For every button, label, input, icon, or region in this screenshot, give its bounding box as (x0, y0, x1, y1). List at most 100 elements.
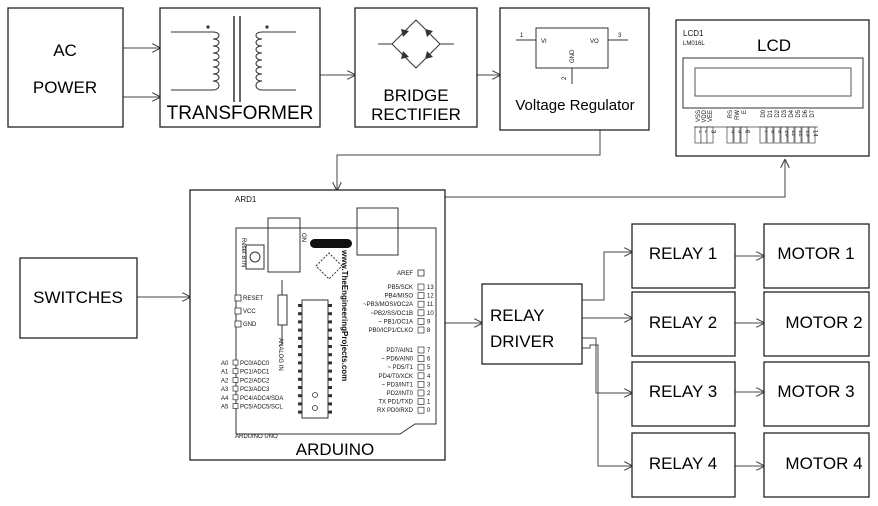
digital-pin-label: ~ PD5/T1 (387, 365, 413, 371)
lcd-pin-label: D4 (789, 109, 795, 117)
ic-pin-left (298, 402, 302, 406)
lcd-pin-label: D2 (775, 109, 781, 117)
lcd-label: LCD (757, 36, 791, 55)
lcd-model: LM016L (683, 41, 705, 47)
board-label-bar (310, 239, 352, 248)
lcd-pin-label: E (742, 110, 748, 114)
relay-1-label: RELAY 1 (649, 244, 717, 263)
lcd-pin-number: 4 (730, 130, 736, 134)
digital-pin-label: ~ PD3/INT1 (381, 382, 413, 388)
relay-4-label: RELAY 4 (649, 454, 717, 473)
ic-pin-right (328, 369, 332, 373)
digital-pin (417, 372, 425, 380)
smd-chip (315, 252, 343, 280)
lcd-pin-number: 8 (770, 130, 776, 134)
ic-dot (312, 392, 318, 398)
power-pin (234, 320, 242, 328)
digital-pin (417, 309, 425, 317)
lcd-pin-label: VSS (696, 110, 702, 122)
digital-pin-label: PB0/ICP1/CLKO (369, 328, 414, 334)
bridge-diode-symbol (378, 19, 454, 69)
regulator-pin-vo: VO (590, 39, 599, 45)
ic-pin-right (328, 394, 332, 398)
power-pin-label: VCC (243, 309, 256, 315)
ic-pin-left (298, 361, 302, 365)
lcd-pin-label: VDD (702, 109, 708, 122)
digital-pin-label: PD4/T0/XCK (379, 374, 413, 380)
transformer-symbol (171, 16, 296, 102)
lcd-pin-number: 12 (798, 130, 804, 137)
lcd-pin-label: D3 (782, 109, 788, 117)
ic-pin-left (298, 369, 302, 373)
lcd-pin-label: VEE (708, 110, 714, 122)
analog-pin (232, 403, 239, 409)
ic-pin-left (298, 353, 302, 357)
analog-pin-label: PC5/ADC5/SCL (240, 405, 283, 411)
aref-pin (417, 269, 425, 277)
digital-pin-label: PD2/INT0 (387, 391, 414, 397)
switches-block: SWITCHES (19, 257, 138, 339)
digital-pin-number: 11 (427, 302, 434, 308)
ac-power-line-2: POWER (33, 78, 97, 97)
digital-pin-label: RX PD0/RXD (377, 408, 414, 414)
transformer-block: TRANSFORMER (159, 7, 321, 128)
motor-3-label: MOTOR 3 (777, 382, 854, 401)
bridge-rectifier-line-2: RECTIFIER (371, 105, 461, 124)
digital-pin-number: 5 (427, 365, 431, 371)
analog-pin-number: A2 (221, 378, 229, 384)
arduino-block: ARD1 Reset BTN ON www.TheEngineeringProj… (189, 189, 446, 461)
digital-pin (417, 300, 425, 308)
atmega-ic (301, 299, 329, 419)
regulator-pin-3: 3 (618, 33, 622, 39)
ic-pin-left (298, 312, 302, 316)
aref-label: AREF (397, 271, 413, 277)
ic-pin-right (328, 304, 332, 307)
website-label: www.TheEngineeringProjects.com (340, 249, 349, 381)
digital-pin-label: PB5/SCK (388, 285, 413, 291)
ic-pin-left (298, 394, 302, 398)
lcd-pin-number: 3 (710, 130, 716, 134)
lcd-screen (694, 67, 852, 97)
wire-regulator-arduino (337, 130, 601, 190)
lcd-pin-label: RS (728, 110, 734, 118)
motor-1-label: MOTOR 1 (777, 244, 854, 263)
digital-pin (417, 326, 425, 334)
lcd-pin-number: 14 (812, 130, 818, 137)
digital-pin (417, 381, 425, 388)
motor-4-block: MOTOR 4 (763, 432, 870, 498)
digital-pin (417, 318, 425, 325)
ic-pin-right (328, 386, 332, 389)
analog-pin-number: A5 (221, 405, 229, 411)
usb-connector (267, 217, 301, 273)
digital-pin-number: 8 (427, 328, 431, 334)
voltage-regulator-label: Voltage Regulator (515, 97, 634, 114)
ic-pin-left (298, 410, 302, 414)
ic-dot (312, 405, 318, 411)
power-pin-label: GND (243, 322, 257, 328)
transformer-label: TRANSFORMER (167, 103, 314, 124)
digital-pin (417, 389, 425, 397)
digital-pin-label: TX PD1/TXD (378, 400, 413, 406)
relay-2-block: RELAY 2 (631, 291, 736, 357)
relay-3-label: RELAY 3 (649, 382, 717, 401)
ac-power-line-1: AC (53, 41, 77, 60)
motor-1-block: MOTOR 1 (763, 223, 870, 289)
digital-pin-number: 10 (427, 311, 434, 317)
analog-pin (232, 377, 239, 383)
connection-wires (123, 48, 785, 466)
motor-3-block: MOTOR 3 (763, 361, 870, 427)
regulator-pin-gnd: GND (570, 49, 576, 63)
analog-pin-number: A3 (221, 387, 229, 393)
digital-pin-number: 13 (427, 285, 434, 291)
ic-pin-left (298, 320, 302, 324)
digital-pin-label: PD7/AIN1 (386, 348, 413, 354)
digital-pin-number: 12 (427, 294, 434, 300)
ic-pin-right (328, 345, 332, 348)
power-pin (234, 307, 242, 315)
analog-pin-label: PC3/ADC3 (240, 387, 270, 393)
motor-4-label: MOTOR 4 (785, 454, 862, 473)
analog-pin-label: PC4/ADC4/SDA (240, 396, 283, 402)
ic-pin-right (328, 377, 332, 381)
ic-pin-left (298, 328, 302, 332)
